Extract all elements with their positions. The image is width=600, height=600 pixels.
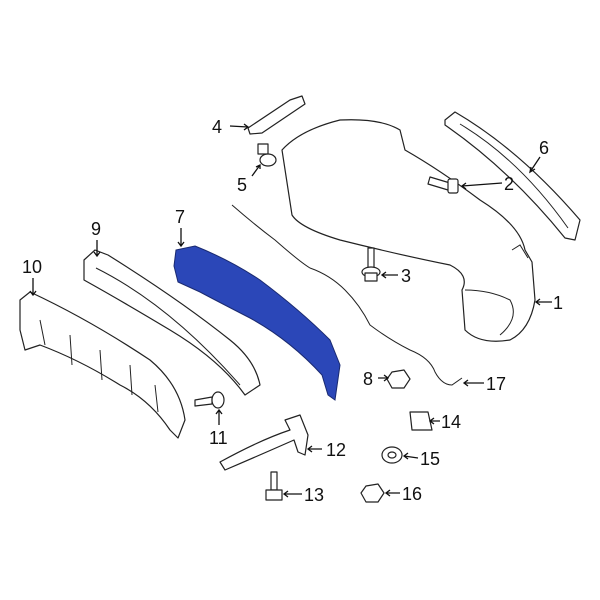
part-5-clip[interactable] xyxy=(257,143,277,167)
part-1-bumper-cover[interactable] xyxy=(281,119,536,342)
callout-4: 4 xyxy=(212,117,222,137)
callout-12: 12 xyxy=(326,440,346,460)
callout-13: 13 xyxy=(304,485,324,505)
callout-11: 11 xyxy=(209,428,228,448)
part-12-bracket[interactable] xyxy=(219,414,309,471)
part-16-nut[interactable] xyxy=(360,483,385,503)
callout-14: 14 xyxy=(441,412,461,432)
part-14-clip[interactable] xyxy=(409,411,433,431)
callout-7: 7 xyxy=(175,207,185,227)
part-9-reinforcement-beam[interactable] xyxy=(83,249,261,396)
callout-15: 15 xyxy=(420,449,440,469)
callout-6: 6 xyxy=(539,138,549,158)
callout-2: 2 xyxy=(504,174,514,194)
part-15-washer[interactable] xyxy=(381,446,403,464)
callout-3: 3 xyxy=(401,266,411,286)
part-2-bolt[interactable] xyxy=(427,176,459,194)
part-3-bolt[interactable] xyxy=(361,247,381,282)
callout-8: 8 xyxy=(363,369,373,389)
callout-16: 16 xyxy=(402,484,422,504)
part-17-wiring-harness[interactable] xyxy=(231,204,463,386)
part-6-trim-strip[interactable] xyxy=(444,111,581,241)
part-7-energy-absorber[interactable] xyxy=(173,245,341,401)
callout-1: 1 xyxy=(553,293,563,313)
callout-10: 10 xyxy=(22,257,42,277)
callout-5: 5 xyxy=(237,175,247,195)
callout-17: 17 xyxy=(486,374,506,394)
part-11-bolt[interactable] xyxy=(194,391,225,409)
part-10-mounting-bracket[interactable] xyxy=(19,291,186,439)
leader-lines xyxy=(29,123,552,498)
part-4-bracket[interactable] xyxy=(247,95,306,135)
callout-9: 9 xyxy=(91,219,101,239)
part-13-bolt[interactable] xyxy=(265,471,283,501)
part-8-nut[interactable] xyxy=(386,369,411,389)
